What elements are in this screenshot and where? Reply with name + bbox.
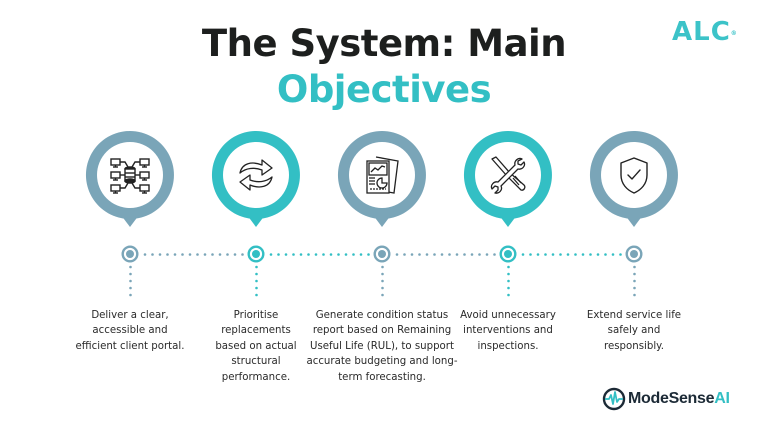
timeline-marker-5 (625, 245, 643, 263)
connector-2-3 (269, 253, 375, 256)
timeline-marker-3 (373, 245, 391, 263)
alc-logo: ALC® (672, 17, 738, 47)
objective-pin-3 (334, 127, 430, 247)
wrench-screwdriver-icon (490, 156, 526, 194)
timeline-marker-1 (121, 245, 139, 263)
timeline-marker-2 (247, 245, 265, 263)
alc-logo-text: ALC (672, 17, 731, 47)
stem-4 (507, 265, 510, 299)
stem-2 (255, 265, 258, 299)
shield-check-icon (620, 157, 648, 194)
connector-1-2 (143, 253, 249, 256)
refresh-arrows-icon (239, 159, 273, 191)
objective-text-1: Deliver a clear, accessible and efficien… (75, 310, 185, 352)
stem-3 (381, 265, 384, 299)
title-line-1: The System: Main (201, 22, 567, 65)
stem-5 (633, 265, 636, 299)
objective-text-4: Avoid unnecessary interventions and insp… (460, 310, 556, 352)
connector-3-4 (395, 253, 501, 256)
objective-text-2: Prioritise replacements based on actual … (215, 310, 297, 383)
objective-pin-5 (586, 127, 682, 247)
objective-pin-4 (460, 127, 556, 247)
objective-pin-1 (82, 127, 178, 247)
connector-4-5 (521, 253, 627, 256)
objective-text-3: Generate condition status report based o… (306, 310, 458, 383)
modesense-ai-wordmark: ModeSenseAI (628, 390, 730, 408)
objective-text-5: Extend service life safely and responsib… (586, 310, 682, 352)
title-line-2: Objectives (276, 68, 492, 111)
heartbeat-circle-icon (602, 387, 626, 411)
report-chart-icon (366, 156, 399, 194)
timeline-marker-4 (499, 245, 517, 263)
ai-text: AI (714, 390, 730, 407)
stem-1 (129, 265, 132, 299)
objective-pin-2 (208, 127, 304, 247)
registered-mark: ® (730, 30, 738, 37)
modesense-ai-logo: ModeSenseAI (602, 387, 730, 411)
modesense-text: ModeSense (628, 390, 715, 407)
network-database-icon (110, 158, 150, 194)
